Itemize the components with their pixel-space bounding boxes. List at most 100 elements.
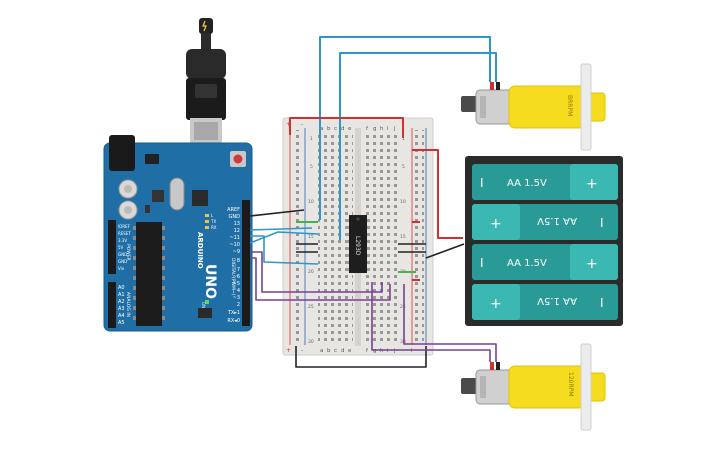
motor-label: BRRPM [566, 95, 573, 116]
wire-purple[interactable] [250, 257, 391, 301]
power-jack [109, 135, 135, 171]
battery-minus-symbol: I [480, 176, 484, 190]
battery-cell-label: AA 1.5V [537, 295, 577, 306]
rail-plus-label: + [286, 121, 291, 128]
battery-cell-label: AA 1.5V [537, 215, 577, 226]
col-letter: e [348, 348, 352, 354]
pin-label: AREF [227, 207, 240, 213]
wire-black[interactable] [249, 209, 305, 217]
row-number: 1 [402, 136, 405, 142]
wire-blue[interactable] [249, 227, 313, 231]
column-letters-bottom: a b c d e f g h i j [320, 348, 396, 354]
status-led-labels: L TX RX [210, 213, 217, 230]
pin-label: A0 [118, 285, 125, 291]
wires [249, 36, 497, 368]
row-number: 20 [308, 269, 314, 275]
col-letter: j [393, 348, 396, 354]
wire-red[interactable] [289, 117, 404, 138]
digital-header [242, 200, 250, 326]
rail-plus-label: + [286, 347, 291, 354]
right-terminal-strip [364, 135, 399, 343]
pin-label: GND [229, 214, 241, 220]
col-letter: a [320, 348, 323, 354]
pin-label: 3.3V [118, 238, 127, 243]
wire-purple[interactable] [371, 282, 491, 362]
arduino-uno-board[interactable]: ARDUINO UNO DIGITAL (PWM~) POWER ANALOG … [103, 135, 253, 332]
pin-label: ~10 [229, 242, 240, 248]
battery-minus-symbol: I [600, 216, 604, 230]
row-number: 15 [400, 234, 406, 240]
pin-label: RESET [118, 231, 131, 236]
pin-label: Vin [118, 266, 125, 271]
col-letter: g [373, 126, 377, 132]
row-number: 1 [310, 136, 313, 142]
analog-pin-labels: A0 A1 A2 A3 A4 A5 [118, 285, 125, 326]
led-label: L [211, 213, 214, 218]
pin-label: GND [118, 252, 127, 257]
row-number: 25 [308, 304, 314, 310]
wire-black[interactable] [295, 346, 427, 368]
wire-black[interactable] [425, 243, 465, 259]
pin-label: A4 [118, 313, 125, 319]
row-number: 10 [400, 199, 406, 205]
pin-label: 2 [237, 302, 240, 308]
battery-cell: I AA 1.5V + [472, 244, 618, 280]
battery-pack[interactable]: I AA 1.5V + + AA 1.5V I I AA 1.5V + + AA… [465, 156, 623, 326]
battery-minus-symbol: I [600, 296, 604, 310]
pin-label: ~9 [233, 249, 240, 255]
right-power-rail [414, 130, 424, 342]
pin-label: ~6 [233, 274, 240, 280]
col-letter: c [334, 126, 337, 132]
col-letter: e [348, 126, 352, 132]
wire-blue[interactable] [250, 235, 319, 265]
col-letter: i [387, 126, 389, 132]
battery-plus-symbol: + [490, 216, 502, 232]
wire-blue[interactable] [249, 231, 319, 244]
row-number: 30 [308, 339, 314, 345]
digital-section-label: DIGITAL (PWM~) [230, 258, 236, 296]
col-letter: b [327, 348, 331, 354]
wire-red[interactable] [412, 149, 463, 239]
wire-blue[interactable] [339, 52, 497, 240]
col-letter: f [366, 126, 369, 132]
col-letter: j [393, 126, 396, 132]
battery-cell: I AA 1.5V + [472, 164, 618, 200]
row-number: 30 [400, 339, 406, 345]
col-letter: h [380, 126, 384, 132]
left-power-rail [293, 130, 303, 342]
battery-minus-symbol: I [480, 256, 484, 270]
pin-label: 13 [234, 221, 240, 227]
battery-plus-symbol: + [490, 296, 502, 312]
wire-purple[interactable] [403, 284, 497, 362]
pin-label: 8 [237, 258, 240, 264]
pin-label: 7 [237, 267, 240, 273]
col-letter: c [334, 348, 337, 354]
row-number: 10 [308, 199, 314, 205]
left-terminal-strip [318, 135, 353, 343]
digital-pin-labels: AREF GND 13 12 ~11 ~10 ~9 8 7 ~6 ~5 4 ~3… [227, 207, 240, 324]
wire-blue[interactable] [319, 36, 491, 220]
pin-label: TX▸1 [227, 310, 240, 316]
col-letter: d [341, 348, 345, 354]
row-number: 5 [402, 164, 405, 170]
arduino-model-label: UNO [202, 264, 218, 299]
pin-label: ~3 [233, 295, 240, 301]
col-letter: d [341, 126, 345, 132]
atmega-chip [136, 222, 162, 326]
wire-purple[interactable] [250, 251, 383, 293]
analog-header [108, 282, 116, 328]
battery-cell-label: AA 1.5V [507, 178, 547, 189]
power-pin-labels: IOREF RESET 3.3V 5V GND GND Vin [118, 224, 131, 271]
battery-cell: + AA 1.5V I [472, 204, 618, 240]
column-letters-top: a b c d e f g h i j [320, 126, 396, 132]
led-label: RX [211, 225, 217, 230]
row-number: 25 [400, 304, 406, 310]
row-number: 15 [308, 234, 314, 240]
col-letter: a [320, 126, 323, 132]
motor-label: 120RPM [567, 372, 574, 396]
l293d-chip[interactable]: L293D [346, 215, 370, 273]
dc-motor-bottom[interactable]: 120RPM [461, 343, 606, 431]
pin-label: ~11 [229, 235, 240, 241]
col-letter: h [380, 348, 384, 354]
dc-motor-top[interactable]: BRRPM [461, 63, 606, 151]
